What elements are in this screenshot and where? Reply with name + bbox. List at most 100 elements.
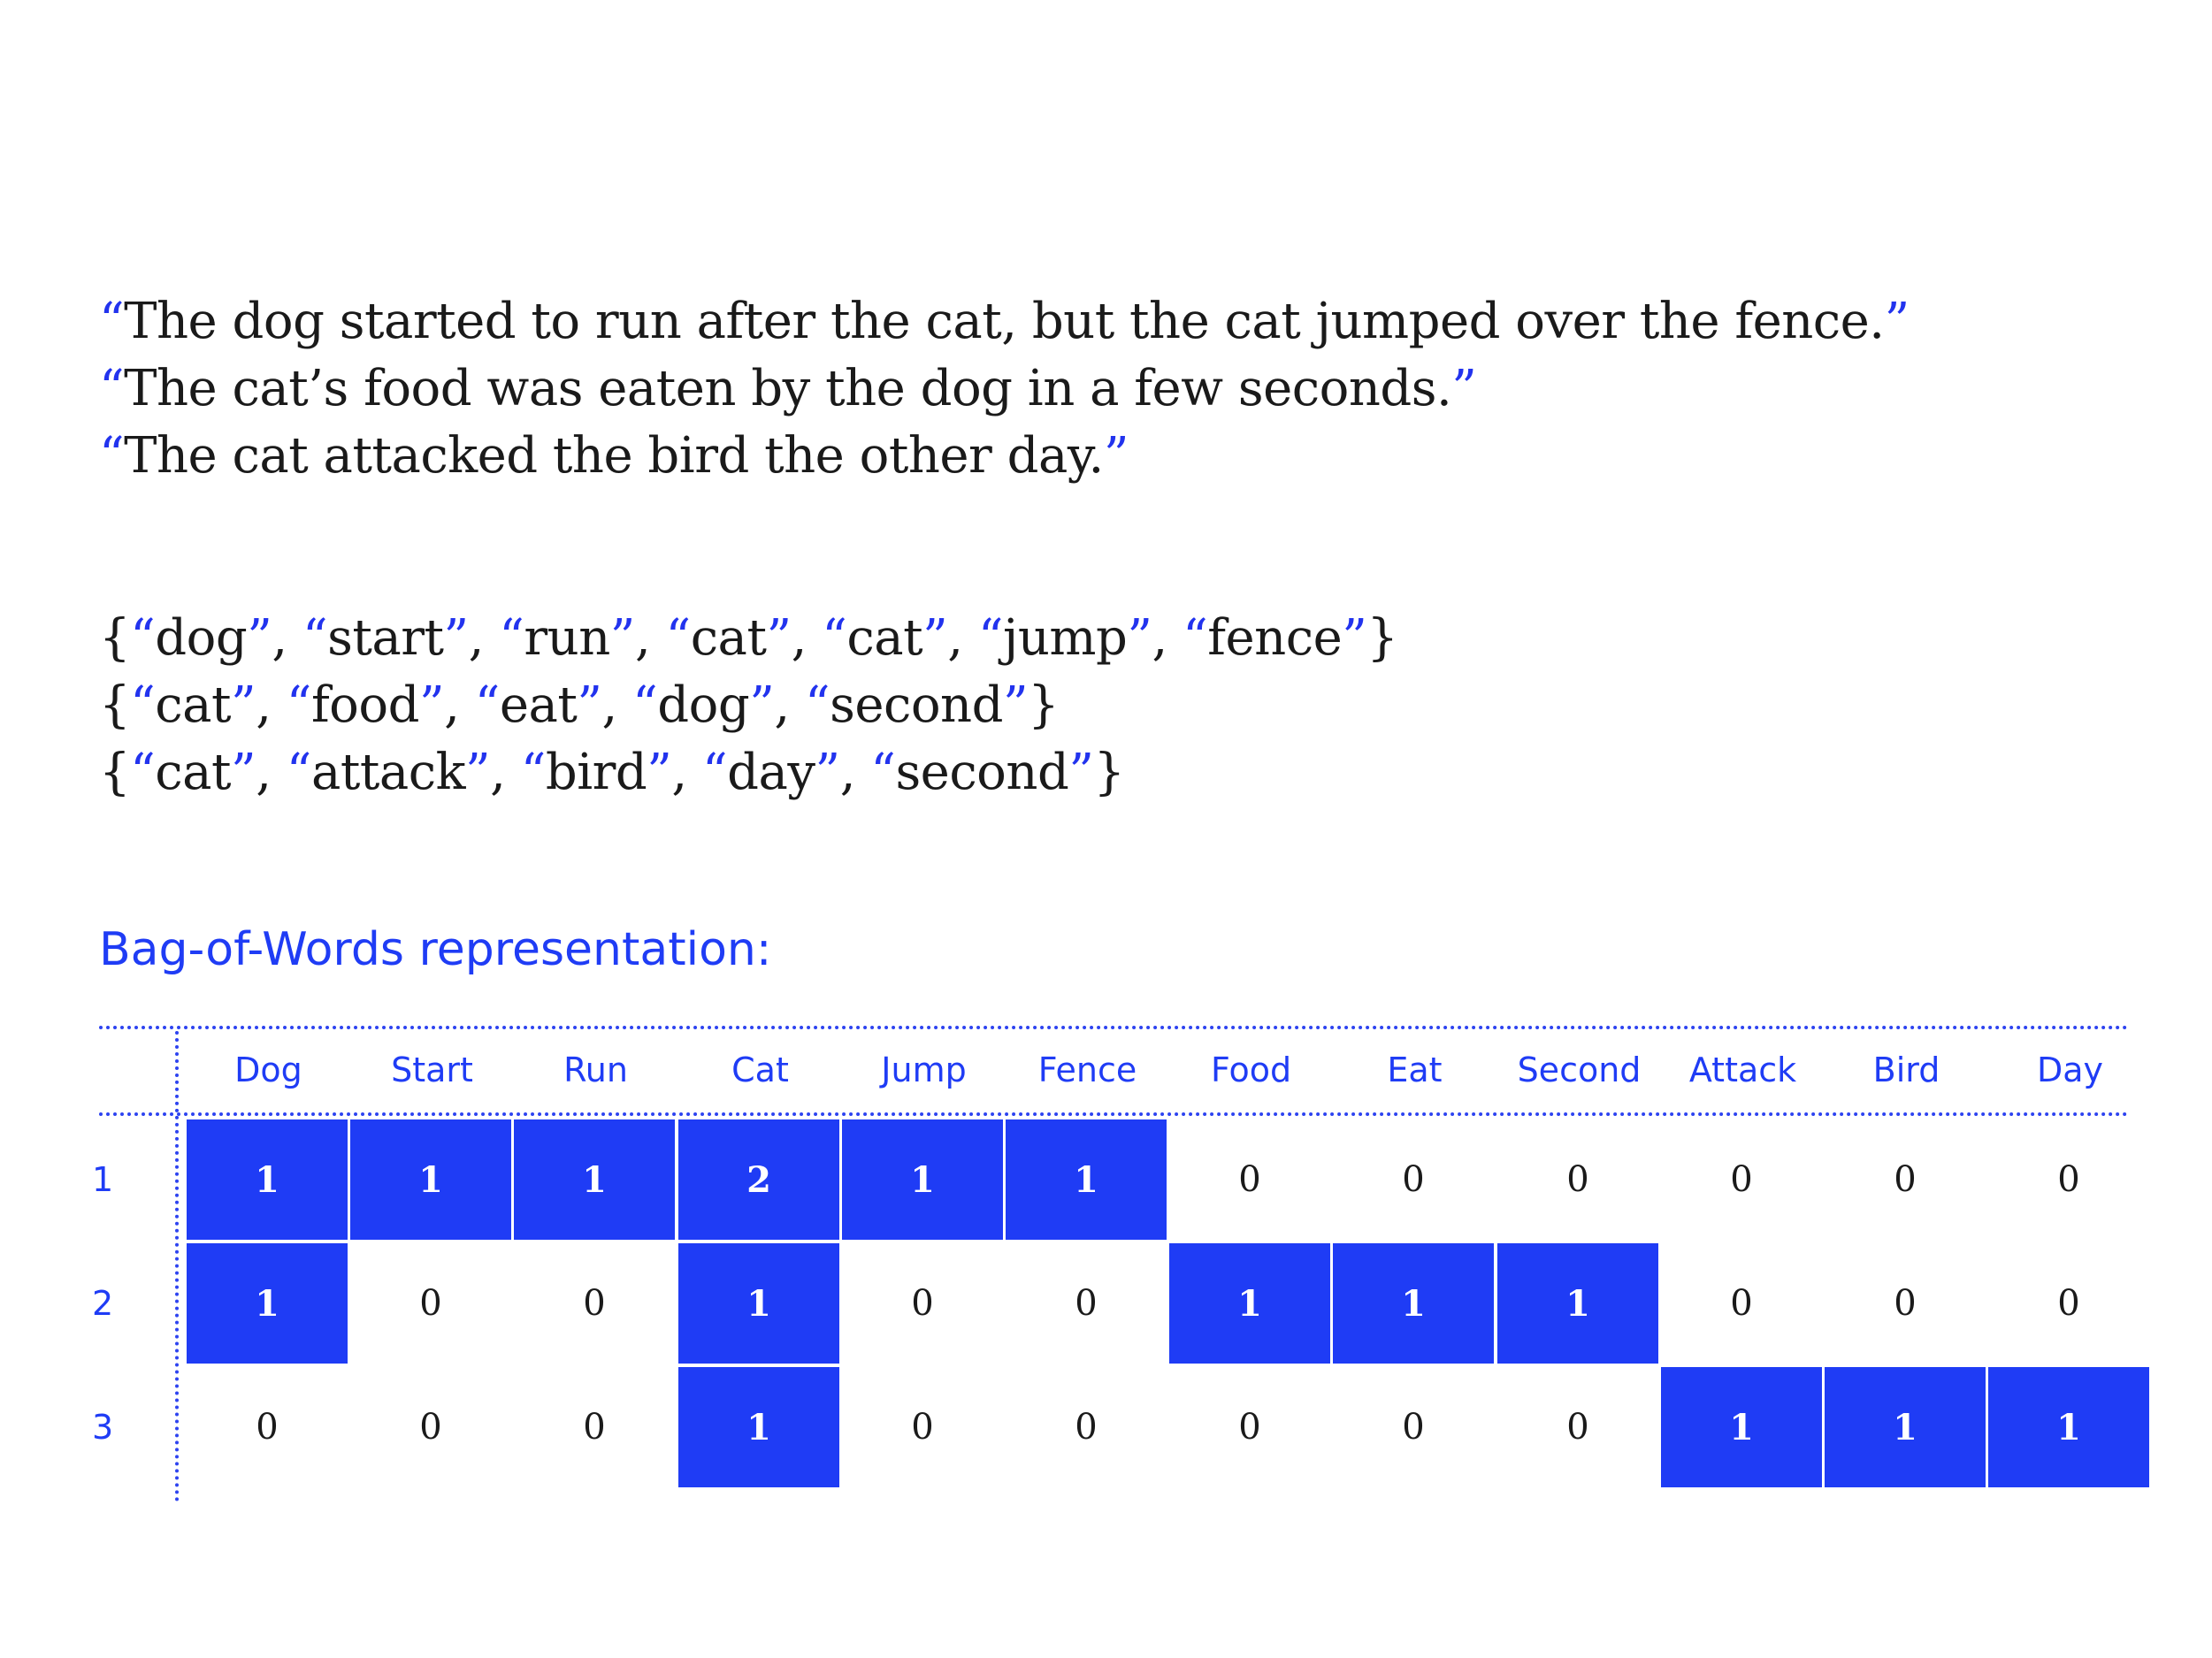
separator: , xyxy=(671,744,703,801)
separator: , xyxy=(490,744,521,801)
open-quote: “ xyxy=(804,676,830,734)
bow-cell: 0 xyxy=(1730,1283,1753,1324)
close-quote: ” xyxy=(766,609,792,667)
token: food xyxy=(310,676,420,734)
column-header: Run xyxy=(563,1051,628,1089)
open-quote: “ xyxy=(474,676,501,734)
close-quote: ” xyxy=(1002,676,1029,734)
close-quote: ” xyxy=(922,609,948,667)
bow-cell: 1 xyxy=(1988,1367,2149,1487)
bow-cell: 0 xyxy=(1075,1283,1098,1324)
token: fence xyxy=(1207,609,1343,667)
separator: , xyxy=(1152,609,1183,667)
bow-cell: 0 xyxy=(1894,1159,1917,1200)
bow-cell: 1 xyxy=(1169,1243,1330,1364)
token-sets: {“dog”, “start”, “run”, “cat”, “cat”, “j… xyxy=(99,605,1398,806)
bow-cell: 1 xyxy=(187,1119,348,1240)
close-quote: ” xyxy=(577,676,602,734)
open-quote: “ xyxy=(99,360,125,417)
separator: , xyxy=(272,609,302,667)
column-header: Cat xyxy=(731,1051,789,1089)
token: start xyxy=(327,609,444,667)
separator: , xyxy=(774,676,805,734)
close-quote: ” xyxy=(231,676,256,734)
column-header: Eat xyxy=(1387,1051,1443,1089)
open-quote: “ xyxy=(520,744,547,801)
bow-cell: 0 xyxy=(2057,1283,2080,1324)
bow-cell: 0 xyxy=(419,1283,442,1324)
open-quote: “ xyxy=(1183,609,1208,667)
bow-cell: 1 xyxy=(350,1119,511,1240)
token: day xyxy=(727,744,815,801)
example-sentences: “ The dog started to run after the cat, b… xyxy=(99,288,1910,490)
close-quote: ” xyxy=(1342,609,1367,667)
bow-cell: 0 xyxy=(1402,1407,1425,1448)
token-set-2: {“cat”, “food”, “eat”, “dog”, “second”} xyxy=(99,672,1398,739)
close-quote: ” xyxy=(1127,609,1152,667)
sentence-1: “The dog started to run after the cat, b… xyxy=(99,288,1910,355)
column-header: Day xyxy=(2036,1051,2104,1089)
bow-cell: 0 xyxy=(1238,1407,1261,1448)
sentence-text: The dog started to run after the cat, bu… xyxy=(124,293,1885,350)
header-top-divider xyxy=(99,1026,2129,1029)
bow-cell: 0 xyxy=(1730,1159,1753,1200)
open-quote: “ xyxy=(130,744,156,801)
bow-cell: 1 xyxy=(1825,1367,1986,1487)
token-set-1: {“dog”, “start”, “run”, “cat”, “cat”, “j… xyxy=(99,605,1398,672)
column-header: Food xyxy=(1210,1051,1292,1089)
bow-cell: 1 xyxy=(187,1243,348,1364)
open-quote: “ xyxy=(99,427,125,485)
column-header: Start xyxy=(391,1051,473,1089)
token: eat xyxy=(499,676,578,734)
close-quote: ” xyxy=(647,744,672,801)
sentence-text: The cat’s food was eaten by the dog in a… xyxy=(124,360,1452,417)
token: run xyxy=(524,609,610,667)
bow-cell: 0 xyxy=(1402,1159,1425,1200)
bow-title: Bag-of-Words representation: xyxy=(99,923,772,976)
open-quote: “ xyxy=(702,744,728,801)
row-label: 3 xyxy=(92,1408,114,1447)
bow-cell: 0 xyxy=(1238,1159,1261,1200)
brace-close: } xyxy=(1366,609,1398,667)
row-label: 2 xyxy=(92,1284,114,1323)
close-quote: ” xyxy=(1884,293,1910,350)
close-quote: ” xyxy=(749,676,775,734)
column-header: Bird xyxy=(1872,1051,1940,1089)
close-quote: ” xyxy=(465,744,491,801)
separator: , xyxy=(468,609,500,667)
token: cat xyxy=(155,744,232,801)
close-quote: ” xyxy=(247,609,272,667)
column-header: Dog xyxy=(234,1051,302,1089)
separator: , xyxy=(601,676,633,734)
bow-cell: 1 xyxy=(514,1119,675,1240)
close-quote: ” xyxy=(815,744,841,801)
token: cat xyxy=(690,609,767,667)
open-quote: “ xyxy=(822,609,847,667)
separator: , xyxy=(444,676,475,734)
open-quote: “ xyxy=(977,609,1004,667)
brace-open: { xyxy=(99,609,131,667)
sentence-3: “The cat attacked the bird the other day… xyxy=(99,423,1910,490)
bow-cell: 1 xyxy=(678,1243,839,1364)
bow-cell: 0 xyxy=(583,1283,606,1324)
close-quote: ” xyxy=(1068,744,1094,801)
bow-cell: 1 xyxy=(842,1119,1003,1240)
open-quote: “ xyxy=(870,744,896,801)
brace-close: } xyxy=(1028,676,1060,734)
bow-cell: 1 xyxy=(1661,1367,1822,1487)
bow-cell: 0 xyxy=(583,1407,606,1448)
close-quote: ” xyxy=(1103,427,1129,485)
token: jump xyxy=(1003,609,1128,667)
token: bird xyxy=(545,744,647,801)
bow-cell: 0 xyxy=(1566,1407,1589,1448)
open-quote: “ xyxy=(632,676,658,734)
token: cat xyxy=(155,676,232,734)
sentence-text: The cat attacked the bird the other day. xyxy=(124,427,1104,485)
brace-open: { xyxy=(99,676,131,734)
row-label: 1 xyxy=(92,1160,114,1199)
open-quote: “ xyxy=(499,609,524,667)
separator: , xyxy=(839,744,871,801)
column-header: Jump xyxy=(881,1051,967,1089)
open-quote: “ xyxy=(302,609,328,667)
